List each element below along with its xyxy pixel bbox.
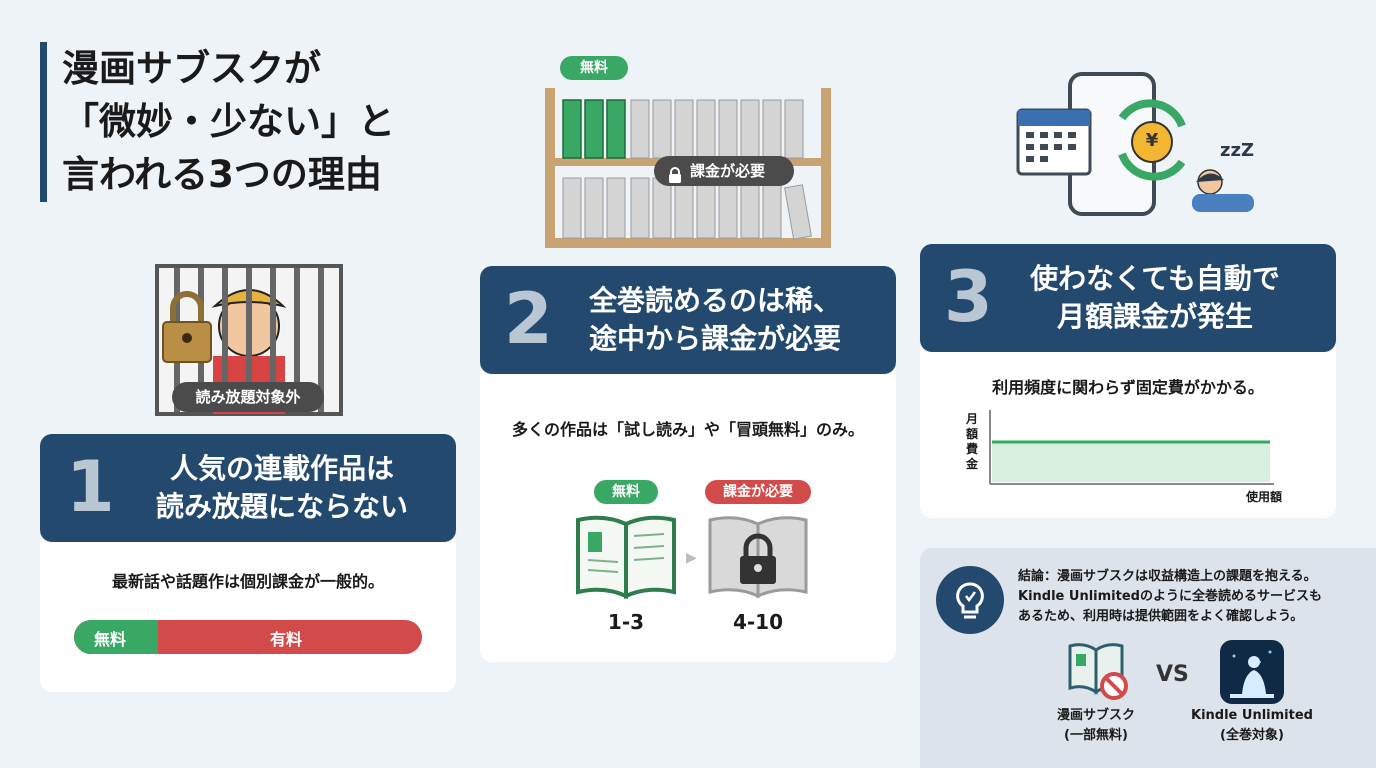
not-covered-badge: 読み放題対象外 xyxy=(172,382,324,412)
free-label: 無料 xyxy=(94,630,127,649)
reason2-header: 2 全巻読めるのは稀、 途中から課金が必要 xyxy=(480,266,896,374)
book-paid-bubble: 課金が必要 xyxy=(705,480,811,504)
reason3-heading: 使わなくても自動で 月額課金が発生 xyxy=(1030,262,1280,333)
reason3-description: 利用頻度に関わらず固定費がかかる。 xyxy=(992,378,1264,397)
reason2-heading: 全巻読めるのは稀、 途中から課金が必要 xyxy=(588,284,841,355)
kindle-unlimited-icon xyxy=(1220,640,1284,704)
book-free-bubble: 無料 xyxy=(594,480,658,504)
free-segment xyxy=(74,620,158,654)
reason1-number: 1 xyxy=(66,446,115,528)
padlock-icon xyxy=(162,291,212,363)
reason3-header: 3 使わなくても自動で 月額課金が発生 xyxy=(920,244,1336,352)
open-book-locked-icon xyxy=(706,514,810,600)
reason3-number: 3 xyxy=(944,256,993,338)
reason1-description: 最新話や話題作は個別課金が一般的。 xyxy=(111,572,384,591)
chart-ylabel: 月額費金 xyxy=(966,412,979,471)
lock-icon xyxy=(668,163,682,193)
open-book-free-icon xyxy=(574,514,678,600)
shelf-free-bubble: 無料 xyxy=(560,56,628,80)
shelf-lock-badge: 課金が必要 xyxy=(654,156,794,186)
reason2-number: 2 xyxy=(504,278,553,360)
paid-label: 有料 xyxy=(270,630,303,649)
auto-billing-illustration: ¥ zzZ xyxy=(1014,70,1258,218)
kindle-unlimited-label: Kindle Unlimited (全巻対象) xyxy=(1191,708,1313,743)
fixed-cost-chart: 月額費金 使用額 xyxy=(966,410,1296,506)
calendar-icon xyxy=(1016,108,1092,176)
recurring-payment-icon xyxy=(1118,99,1186,181)
chart-xlabel: 使用額 xyxy=(1246,490,1283,504)
paid-range-label: 4-10 xyxy=(732,610,784,634)
page-title: 漫画サブスクが 「微妙・少ない」と 言われる3つの理由 xyxy=(62,47,395,196)
reason1-header: 1 人気の連載作品は 読み放題にならない xyxy=(40,434,456,542)
vs-label: VS xyxy=(1156,662,1189,687)
sleeping-person-icon xyxy=(1192,169,1254,212)
reason1-heading: 人気の連載作品は 読み放題にならない xyxy=(155,452,408,523)
arrow-right-icon: ▶ xyxy=(686,550,697,566)
manga-subscription-label: 漫画サブスク (一部無料) xyxy=(1056,708,1135,743)
lightbulb-icon xyxy=(936,566,1004,634)
no-full-access-book-icon xyxy=(1066,642,1130,702)
title-accent-bar xyxy=(40,42,47,202)
free-range-label: 1-3 xyxy=(607,610,645,634)
conclusion-text: 結論：漫画サブスクは収益構造上の課題を抱える。 Kindle Unlimited… xyxy=(1018,569,1322,624)
reason2-description: 多くの作品は「試し読み」や「冒頭無料」のみ。 xyxy=(511,420,864,439)
sleep-zzz-icon: zzZ xyxy=(1220,140,1255,161)
free-paid-bar: 無料 有料 xyxy=(74,620,422,654)
yen-icon: ¥ xyxy=(1145,130,1159,151)
